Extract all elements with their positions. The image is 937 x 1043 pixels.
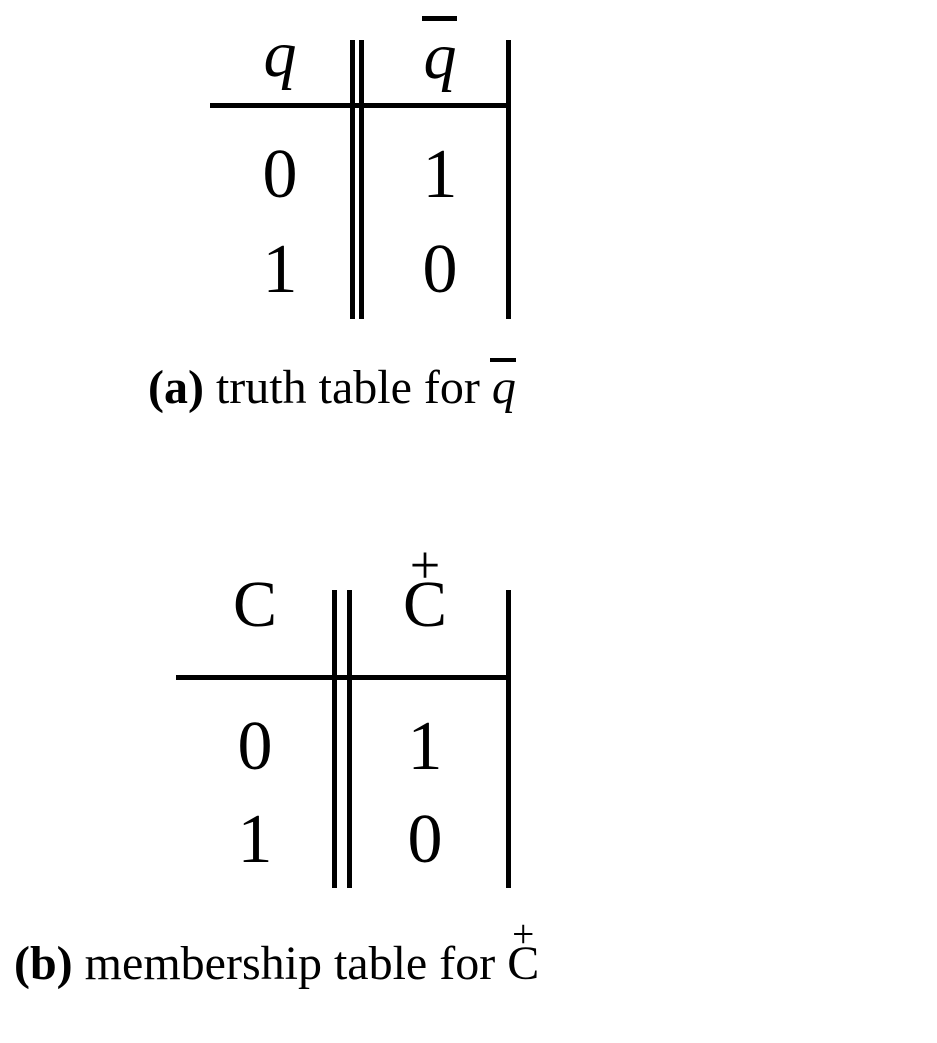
table-a-header-output-symbol: q (423, 20, 457, 93)
table-b-header-output-symbol: C (402, 568, 448, 641)
overline-accent: q (421, 16, 457, 93)
caption-a-tag: (a) (148, 361, 204, 414)
caption-b-text: membership table for (84, 937, 496, 990)
table-a-header-input: q (230, 22, 330, 88)
caption-a: (a) truth table for q (148, 358, 516, 415)
table-b-header-input-symbol: C (232, 568, 278, 641)
table-row: 1 (390, 140, 490, 210)
table-b-cell-r1c2: 1 (407, 708, 443, 785)
table-a-cell-r2c1: 1 (262, 231, 298, 308)
table-b-header-input: C (205, 572, 305, 638)
caption-b-spacer (73, 937, 85, 990)
caption-b-spacer-2 (495, 937, 507, 990)
table-row: 1 (205, 805, 305, 875)
table-row: 0 (205, 712, 305, 782)
plus-accent: +C (507, 914, 540, 991)
table-a-right-border (506, 40, 511, 319)
table-b-header-output: +C (375, 538, 475, 638)
caption-b-symbol: C (507, 937, 540, 990)
table-row: 1 (230, 235, 330, 305)
table-a-cell-r1c1: 0 (262, 136, 298, 213)
caption-b-tag: (b) (14, 937, 73, 990)
plus-accent: +C (403, 538, 447, 638)
caption-a-text: truth table for (215, 361, 480, 414)
table-row: 0 (375, 805, 475, 875)
table-row: 0 (230, 140, 330, 210)
table-b-cell-r1c1: 0 (237, 708, 273, 785)
plus-icon: + (409, 535, 441, 596)
table-b-right-border (506, 590, 511, 888)
table-a-separator-left (350, 40, 355, 319)
table-a-separator-right (359, 40, 364, 319)
table-a-cell-r1c2: 1 (422, 136, 458, 213)
overline-accent: q (489, 358, 516, 415)
table-b-cell-r2c2: 0 (407, 801, 443, 878)
table-b-cell-r2c1: 1 (237, 801, 273, 878)
table-row: 1 (375, 712, 475, 782)
plus-icon: + (512, 912, 535, 957)
table-b-separator-left (332, 590, 337, 888)
table-a-header-output: q (390, 16, 490, 93)
table-b-separator-right (347, 590, 352, 888)
caption-b: (b) membership table for +C (14, 914, 540, 991)
table-row: 0 (390, 235, 490, 305)
table-a-header-input-symbol: q (263, 18, 297, 91)
table-b-header-rule (176, 675, 511, 680)
caption-a-symbol: q (491, 361, 516, 414)
table-a-cell-r2c2: 0 (422, 231, 458, 308)
truth-table-a: q q 0 1 1 0 (0, 0, 937, 330)
